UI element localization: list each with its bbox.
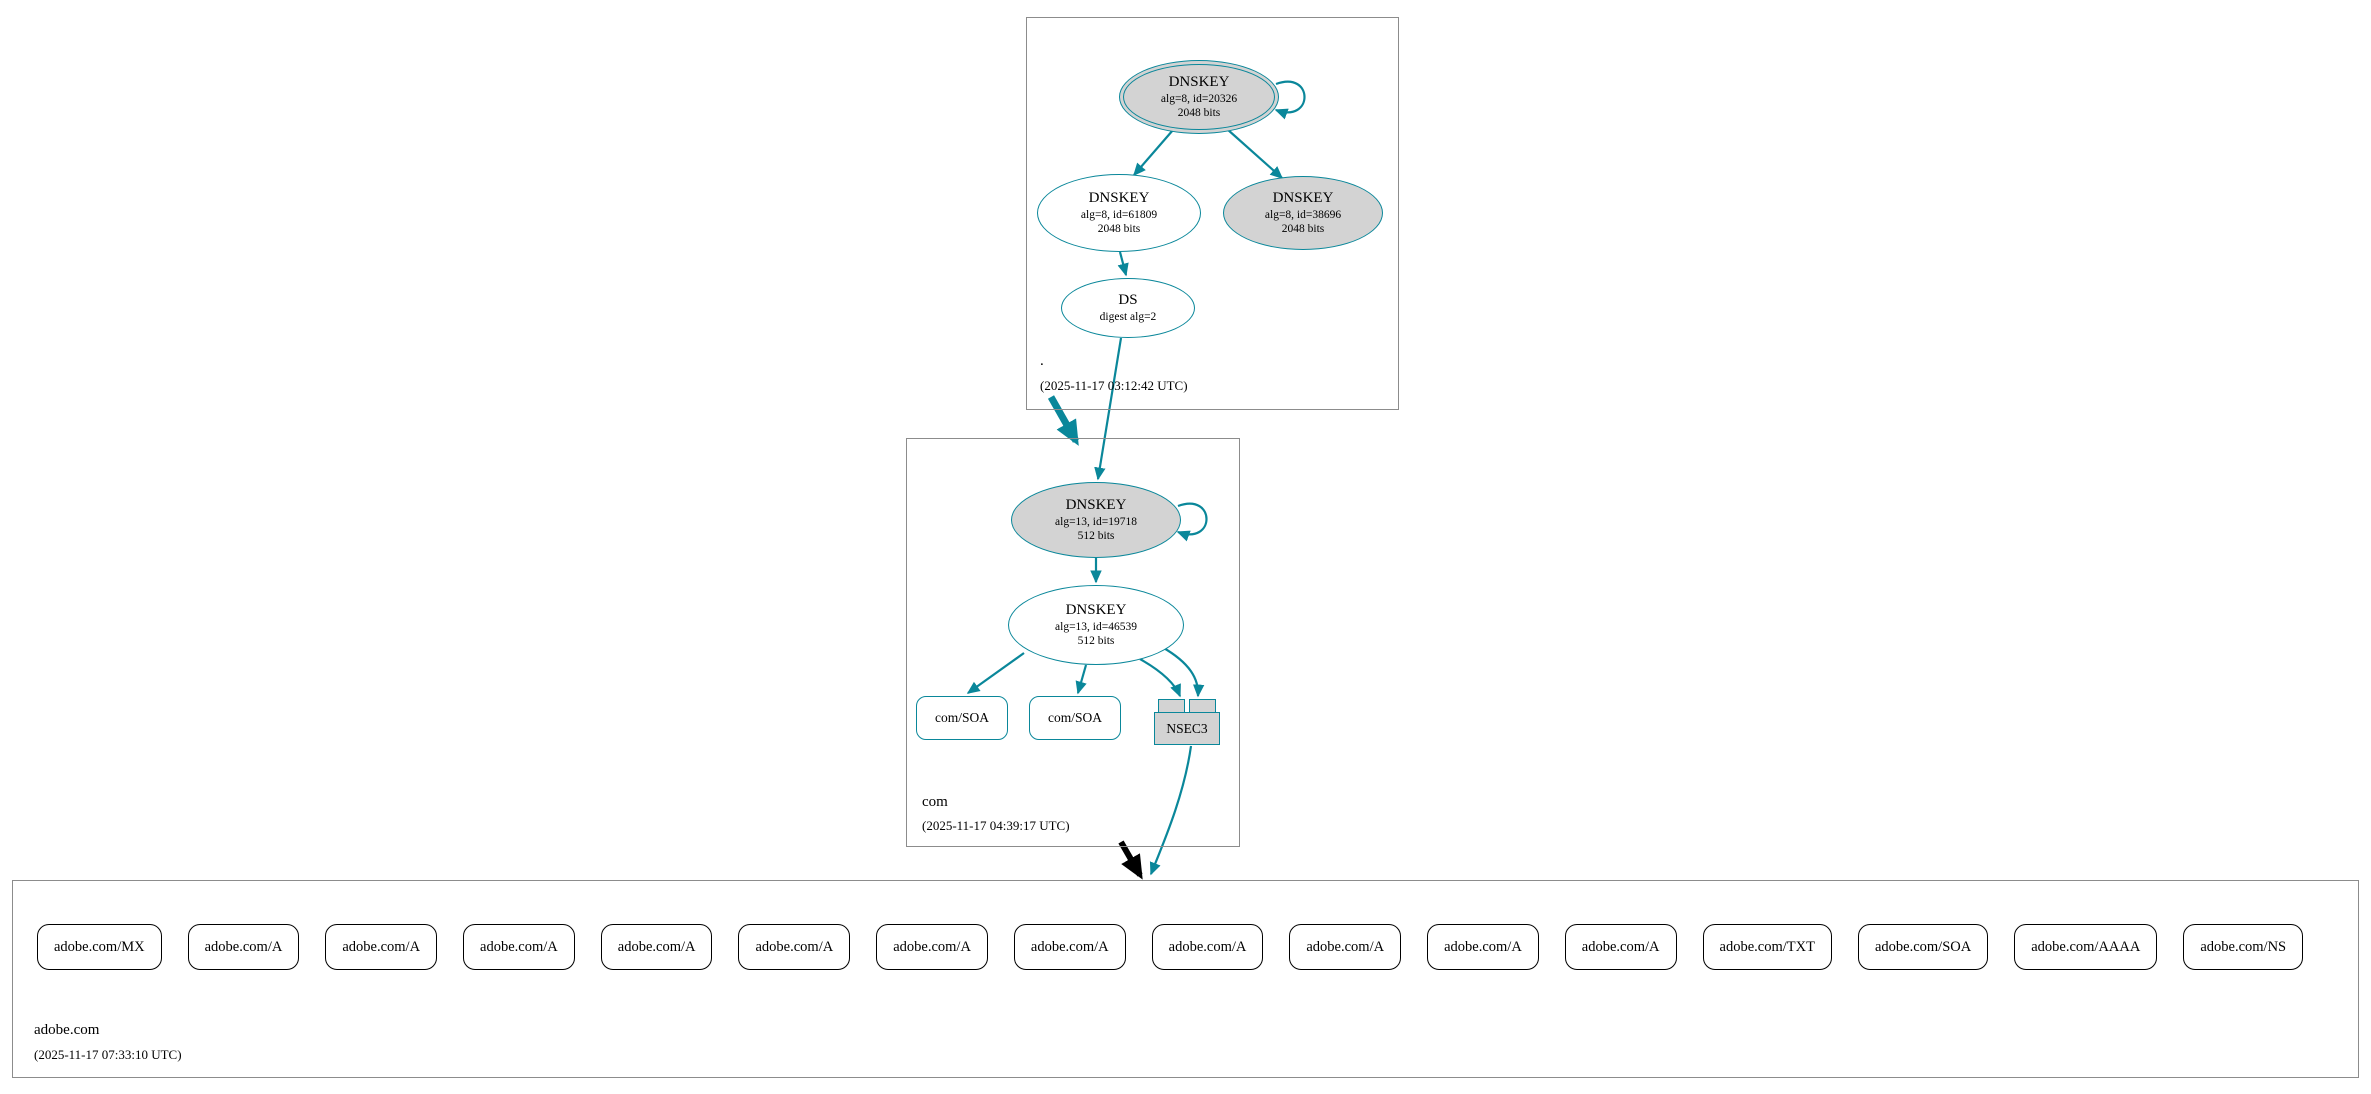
rrset-node-a-3[interactable]: adobe.com/A [463,924,575,970]
node-alg-id-label: alg=8, id=20326 [1160,92,1238,105]
com-soa-node-1[interactable]: com/SOA [916,696,1008,740]
com-zone-name: com [922,794,948,810]
rrset-node-a-5[interactable]: adobe.com/A [738,924,851,970]
adobe-zone-timestamp: (2025-11-17 07:33:10 UTC) [34,1047,182,1062]
rrset-node-a-4[interactable]: adobe.com/A [600,924,713,970]
com-ksk-dnskey-node[interactable]: DNSKEY alg=13, id=19718 512 bits [1011,482,1181,558]
rrset-node-txt[interactable]: adobe.com/TXT [1702,924,1832,970]
adobe-rrset-row: adobe.com/MX adobe.com/A adobe.com/A ado… [37,924,2304,970]
rrset-node-a-7[interactable]: adobe.com/A [1013,924,1126,970]
rrset-node-a-10[interactable]: adobe.com/A [1427,924,1539,970]
node-alg-id-label: alg=13, id=19718 [1055,515,1137,528]
root-zone-name: . [1040,353,1044,369]
node-alg-id-label: alg=8, id=61809 [1080,208,1158,221]
rrset-node-a-6[interactable]: adobe.com/A [876,924,988,970]
rrset-node-a-2[interactable]: adobe.com/A [325,924,438,970]
node-bits-label: 2048 bits [1281,222,1325,235]
adobe-zone-box: adobe.com/MX adobe.com/A adobe.com/A ado… [12,880,2359,1078]
rrset-node-mx[interactable]: adobe.com/MX [37,924,162,970]
node-type-label: DS [1118,292,1138,309]
nsec3-tab-left [1158,699,1185,712]
rrset-node-ns[interactable]: adobe.com/NS [2183,924,2304,970]
root-ds-node[interactable]: DS digest alg=2 [1061,278,1195,338]
node-bits-label: 2048 bits [1177,106,1221,119]
node-type-label: DNSKEY [1272,190,1334,207]
nsec3-tab-right [1189,699,1216,712]
rrset-node-a-9[interactable]: adobe.com/A [1289,924,1402,970]
com-soa-node-2[interactable]: com/SOA [1029,696,1121,740]
rrset-node-a-11[interactable]: adobe.com/A [1564,924,1677,970]
rrset-node-a-8[interactable]: adobe.com/A [1151,924,1264,970]
root-zone-timestamp: (2025-11-17 03:12:42 UTC) [1040,378,1188,393]
root-zsk-dnskey-node[interactable]: DNSKEY alg=8, id=61809 2048 bits [1037,174,1201,252]
node-bits-label: 512 bits [1077,634,1115,647]
root-zone-box [1026,17,1399,410]
adobe-zone-name: adobe.com [34,1022,100,1038]
node-type-label: DNSKEY [1168,74,1230,91]
root-dnskey-38696-node[interactable]: DNSKEY alg=8, id=38696 2048 bits [1223,176,1383,250]
nsec3-node[interactable]: NSEC3 [1154,699,1220,745]
node-bits-label: 512 bits [1077,529,1115,542]
node-bits-label: 2048 bits [1097,222,1141,235]
node-alg-id-label: alg=13, id=46539 [1055,620,1137,633]
rrset-node-soa[interactable]: adobe.com/SOA [1857,924,1989,970]
rrset-node-a-1[interactable]: adobe.com/A [187,924,300,970]
nsec3-tabs [1154,699,1220,712]
node-type-label: DNSKEY [1065,602,1127,619]
root-ksk-dnskey-node[interactable]: DNSKEY alg=8, id=20326 2048 bits [1119,60,1279,134]
com-zsk-dnskey-node[interactable]: DNSKEY alg=13, id=46539 512 bits [1008,585,1184,665]
com-zone-timestamp: (2025-11-17 04:39:17 UTC) [922,818,1070,833]
rrset-node-aaaa[interactable]: adobe.com/AAAA [2014,924,2158,970]
node-type-label: DNSKEY [1088,190,1150,207]
node-detail-label: digest alg=2 [1099,310,1157,323]
node-alg-id-label: alg=8, id=38696 [1264,208,1342,221]
nsec3-label: NSEC3 [1154,712,1220,745]
node-type-label: DNSKEY [1065,497,1127,514]
com-zone-box [906,438,1240,847]
